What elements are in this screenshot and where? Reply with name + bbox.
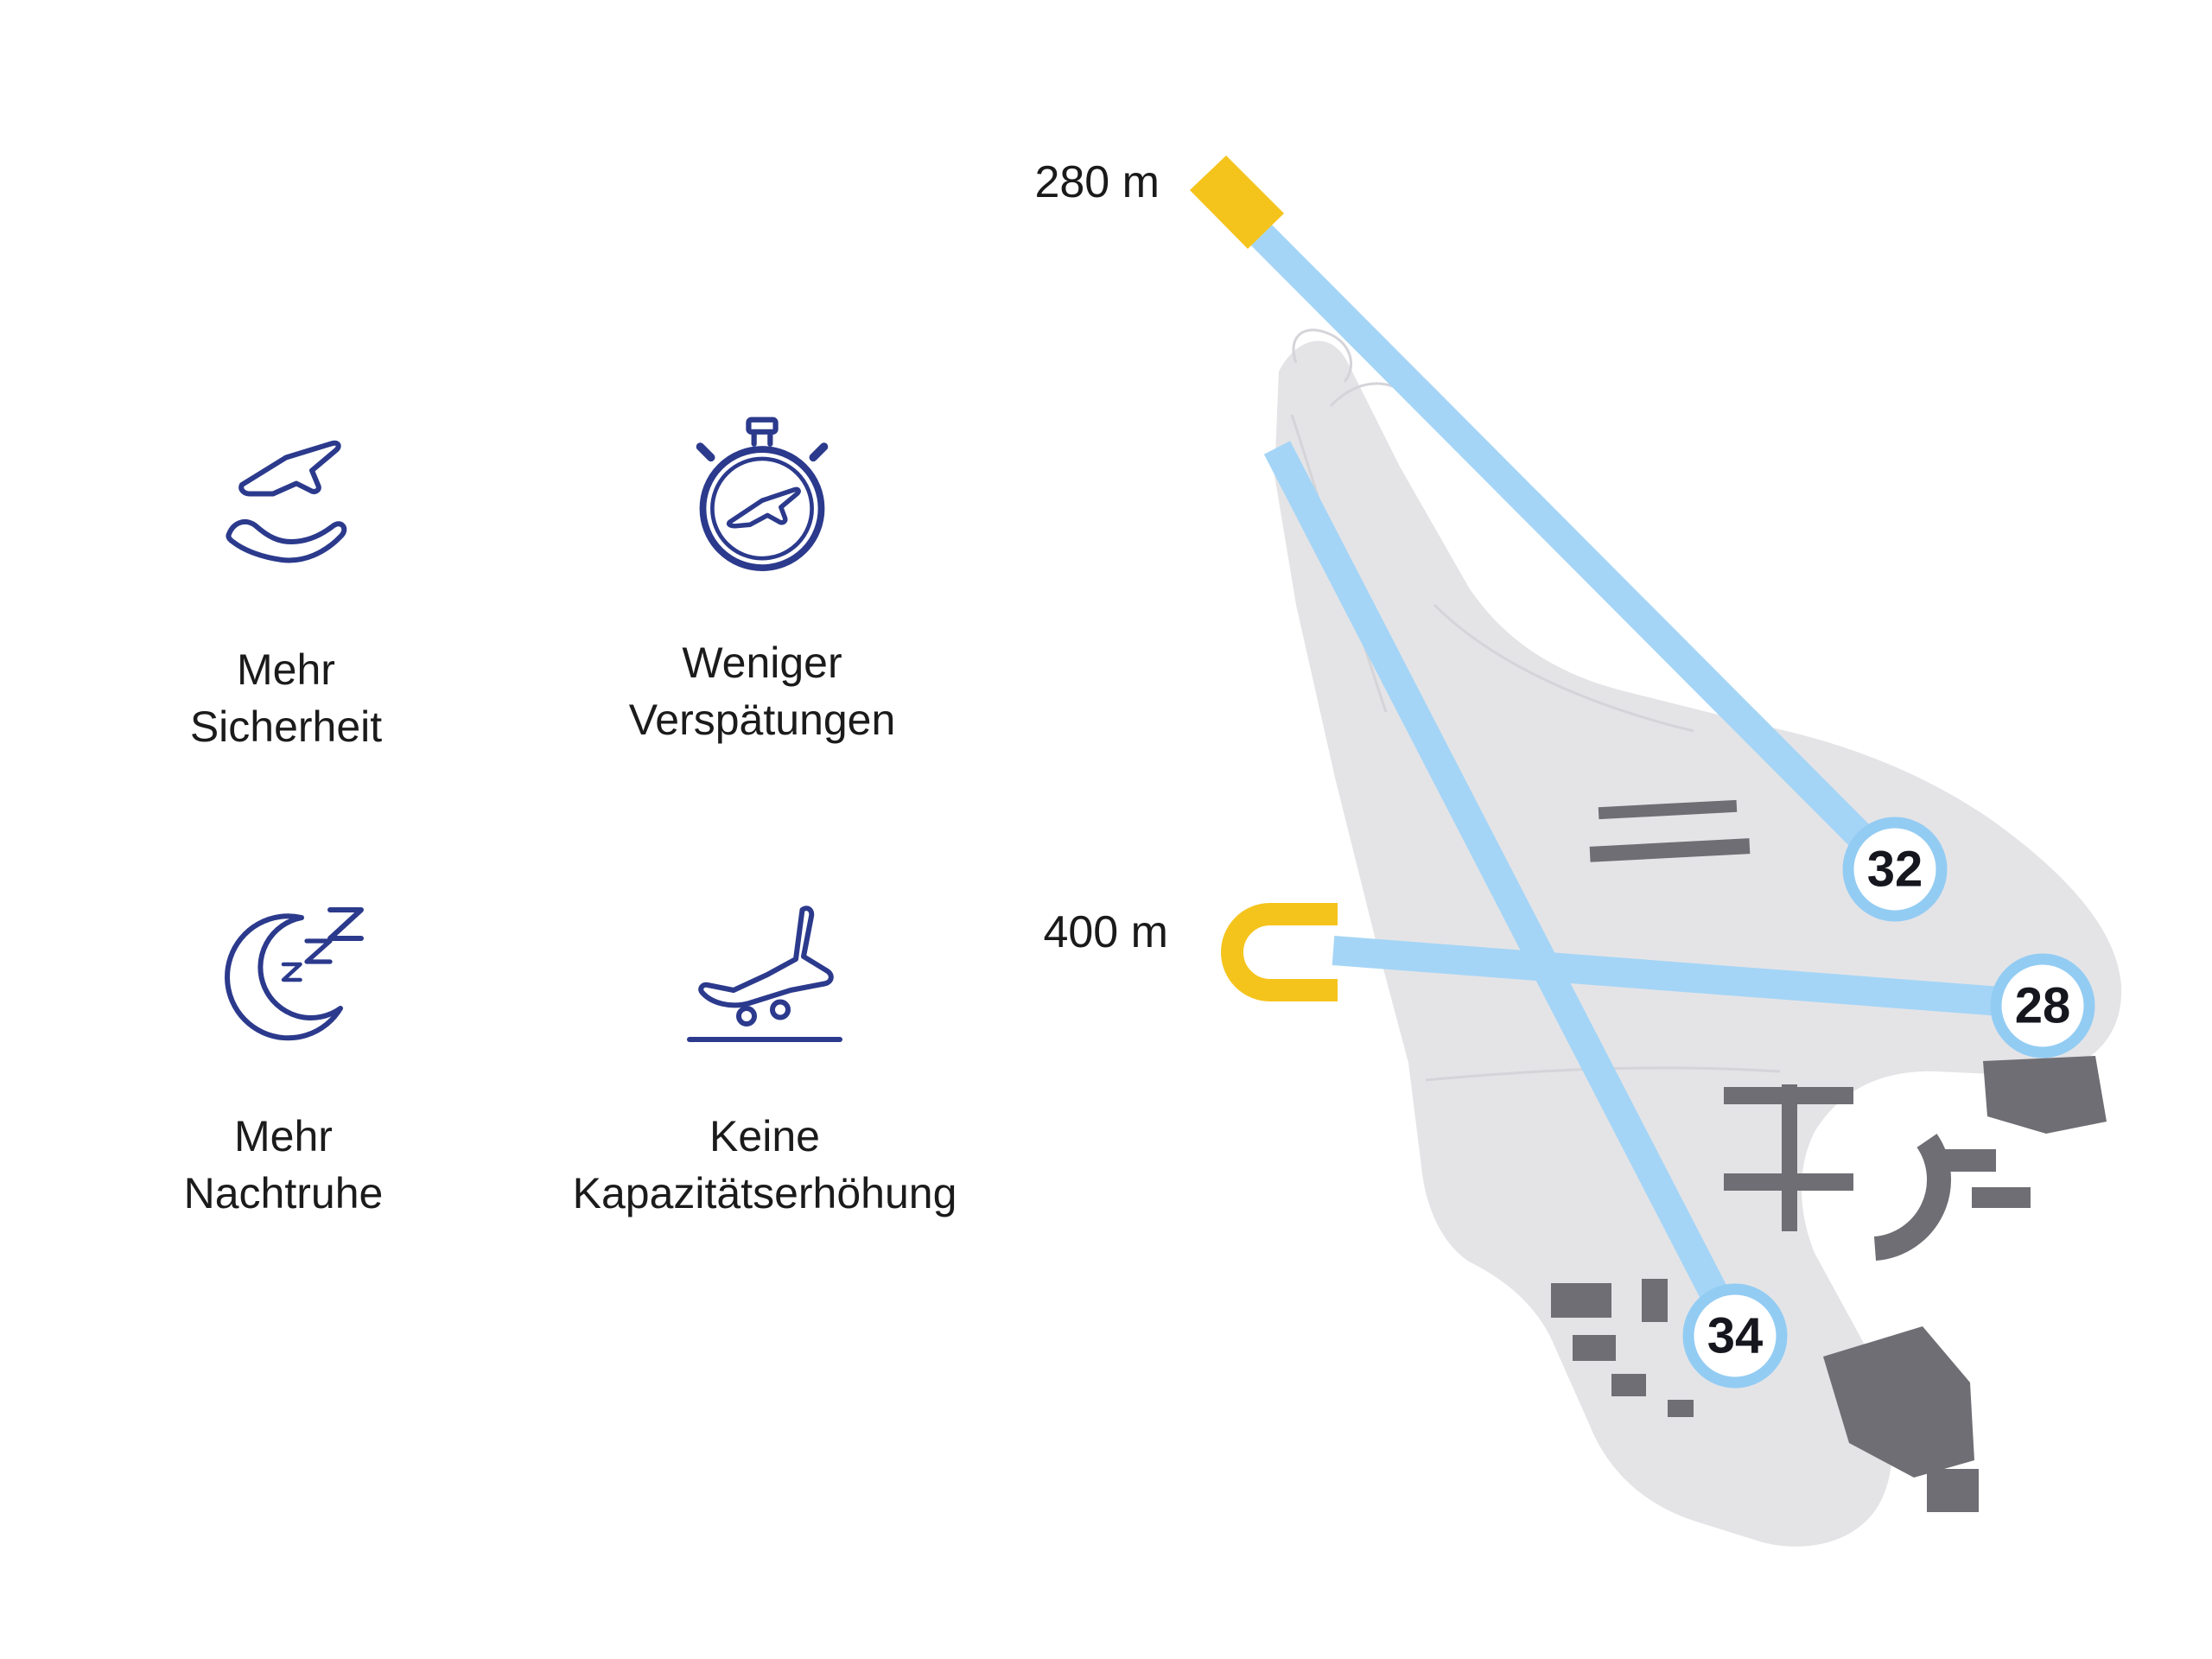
feature-delays: Weniger Verspätungen [520,399,1004,748]
feature-label: Mehr Sicherheit [190,641,382,755]
feature-night-rest: Mehr Nachtruhe [41,873,525,1222]
plane-hand-icon [195,406,377,596]
airfield-outline [1274,340,2122,1547]
extension-label-400m: 400 m [1043,907,1168,957]
extension-label-280m: 280 m [1034,157,1160,207]
feature-label-line1: Mehr [234,1112,333,1160]
runways [1218,193,2037,1327]
moon-sleep-icon [193,873,374,1063]
feature-label-line2: Sicherheit [189,702,383,751]
runway-28-extension [1221,903,1338,1001]
stopwatch-plane-icon [668,399,856,589]
feature-label-line1: Mehr [237,645,335,694]
feature-safety: Mehr Sicherheit [44,406,528,755]
feature-label: Mehr Nachtruhe [184,1108,384,1222]
feature-label: Keine Kapazitätserhöhung [573,1108,957,1222]
runway-34-marker: 34 [1682,1283,1788,1389]
runway-32-marker: 32 [1842,817,1948,922]
feature-label-line1: Keine [709,1112,820,1160]
feature-label-line2: Nachtruhe [183,1169,384,1217]
feature-label-line1: Weniger [682,639,842,687]
runway-28-marker: 28 [1990,953,2095,1058]
runway-28-line [1332,936,2037,1019]
airport-buildings [1551,799,2107,1512]
plane-landing-icon [674,873,855,1063]
runway-28-number: 28 [2015,978,2071,1034]
runway-32-extension [1190,156,1284,249]
runway-34-number: 34 [1707,1308,1764,1364]
runway-34-line [1263,441,1742,1327]
feature-label-line2: Verspätungen [628,696,896,744]
feature-label-line2: Kapazitätserhöhung [572,1169,957,1217]
runway-32-number: 32 [1867,842,1923,898]
feature-no-capacity-increase: Keine Kapazitätserhöhung [523,873,1007,1222]
feature-label: Weniger Verspätungen [629,634,896,748]
runway-32-line [1218,193,1899,874]
